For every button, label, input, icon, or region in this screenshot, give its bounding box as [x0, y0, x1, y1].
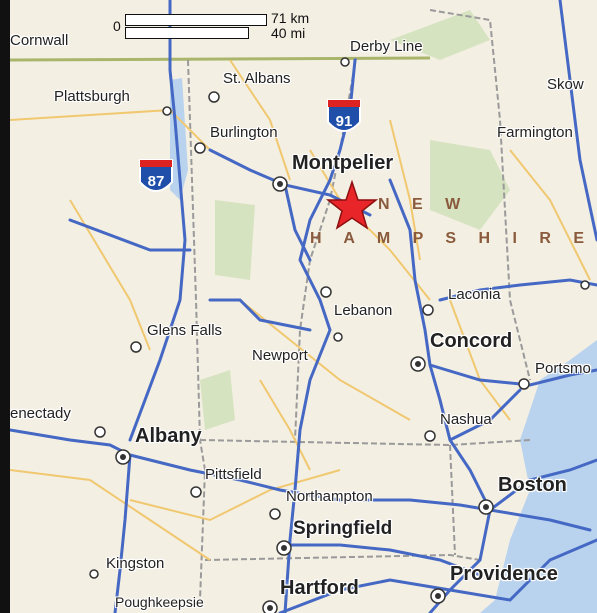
map-graphics: 91 87 [10, 0, 597, 613]
scale-zero-label: 0 [113, 18, 121, 34]
canada-border [10, 56, 431, 62]
forest-area [390, 10, 490, 60]
city-label-kingston[interactable]: Kingston [106, 555, 165, 572]
capital-markers [115, 176, 494, 613]
city-label-st-albans[interactable]: St. Albans [223, 70, 291, 87]
city-label-providence[interactable]: Providence [450, 563, 558, 585]
scale-km-label: 71 km [271, 10, 310, 26]
state-border [199, 439, 531, 447]
city-label-northampton[interactable]: Northampton [286, 488, 373, 505]
forest-area [200, 370, 235, 430]
city-label-albany[interactable]: Albany [135, 425, 202, 447]
svg-text:87: 87 [148, 173, 165, 190]
scale-mi-bar [125, 27, 249, 39]
city-label-cornwall[interactable]: Cornwall [10, 32, 69, 49]
scale-bar: 0 71 km 40 mi [113, 4, 333, 44]
city-label-nashua[interactable]: Nashua [440, 411, 492, 428]
state-label-new: N E W [378, 196, 470, 213]
svg-text:91: 91 [336, 113, 353, 130]
city-label-plattsburgh[interactable]: Plattsburgh [54, 88, 130, 105]
scale-mi-label: 40 mi [271, 25, 306, 41]
city-label-skow[interactable]: Skow [547, 76, 584, 93]
city-label-lebanon[interactable]: Lebanon [334, 302, 393, 319]
i91-shield-icon: 91 [327, 99, 361, 132]
city-label-newport[interactable]: Newport [252, 347, 308, 364]
city-label-montpelier[interactable]: Montpelier [292, 152, 394, 174]
highways [10, 0, 597, 613]
state-border [204, 553, 481, 561]
state-border [429, 9, 531, 381]
city-label-pittsfield[interactable]: Pittsfield [205, 466, 262, 483]
city-label-burlington[interactable]: Burlington [210, 124, 278, 141]
forest-area [430, 140, 510, 230]
city-label-poughkeepsie[interactable]: Poughkeepsie [115, 594, 204, 610]
city-label-boston[interactable]: Boston [498, 474, 567, 496]
city-label-farmington[interactable]: Farmington [497, 124, 573, 141]
city-label-concord[interactable]: Concord [430, 330, 513, 352]
city-label-springfield[interactable]: Springfield [293, 518, 393, 539]
location-star-icon [325, 179, 379, 230]
city-label-laconia[interactable]: Laconia [448, 286, 501, 303]
map-canvas[interactable]: 91 87 Cornwall Derby Line St. Albans Sko… [10, 0, 597, 613]
forest-area [215, 200, 255, 280]
scale-km-bar [125, 14, 267, 26]
state-border [449, 444, 456, 556]
city-markers [89, 57, 590, 579]
i87-shield-icon: 87 [139, 159, 173, 192]
city-label-hartford[interactable]: Hartford [280, 577, 359, 599]
city-label-glens-falls[interactable]: Glens Falls [147, 322, 223, 339]
city-label-schenectady[interactable]: enectady [10, 405, 71, 422]
city-label-derby-line[interactable]: Derby Line [350, 38, 423, 55]
state-label-hampshire: H A M P S H I R E [310, 230, 594, 247]
city-label-portsmouth[interactable]: Portsmo [535, 360, 591, 377]
